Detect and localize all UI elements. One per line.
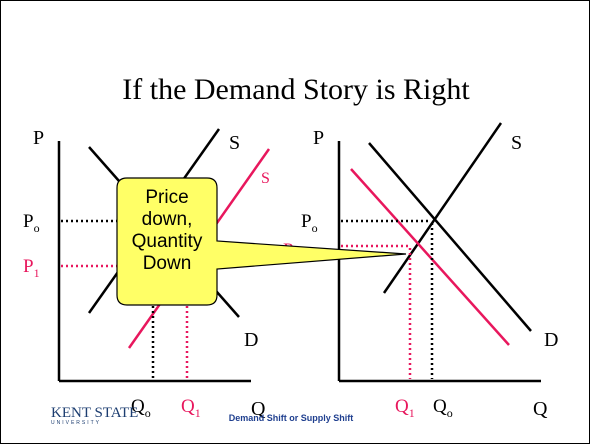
right-supply-label: S — [511, 132, 522, 154]
right-qty-orig-label: Qo — [433, 396, 453, 420]
callout-line: down, — [141, 209, 193, 230]
right-price-orig-label: Po — [301, 211, 318, 235]
right-new-demand-curve — [350, 168, 510, 346]
left-shifted-label-partial: S — [261, 170, 270, 187]
right-qty-new-label: Q1 — [395, 396, 415, 420]
logo-main-text: KENT STATE — [51, 405, 139, 421]
slide-footer: Demand Shift or Supply Shift — [228, 413, 354, 423]
left-qty-orig-label: Qo — [131, 396, 151, 420]
left-qty-new-label: Q1 — [181, 396, 201, 420]
left-x-axis-label: Q — [251, 398, 266, 420]
slide-title: If the Demand Story is Right — [122, 73, 470, 106]
callout-line: Down — [142, 253, 192, 274]
left-price-orig-label: Po — [23, 211, 40, 235]
left-supply-label: S — [229, 132, 240, 154]
right-y-axis-label: P — [313, 127, 324, 149]
left-demand-label: D — [244, 329, 258, 351]
logo-sub-text: UNIVERSITY — [51, 420, 102, 426]
callout-line: Quantity — [131, 231, 203, 252]
callout-text: Price down, Quantity Down — [117, 187, 217, 275]
left-y-axis-label: P — [33, 127, 44, 149]
right-demand-label: D — [544, 329, 558, 351]
callout-line: Price — [145, 187, 189, 208]
kent-state-logo: KENT STATE UNIVERSITY — [51, 405, 161, 426]
right-supply-curve — [382, 122, 503, 294]
callout-bubble — [116, 177, 407, 306]
right-demand-curve — [368, 142, 532, 332]
right-x-axis-label: Q — [533, 398, 548, 420]
left-price-new-label: P1 — [23, 256, 40, 280]
right-graph — [337, 122, 541, 383]
